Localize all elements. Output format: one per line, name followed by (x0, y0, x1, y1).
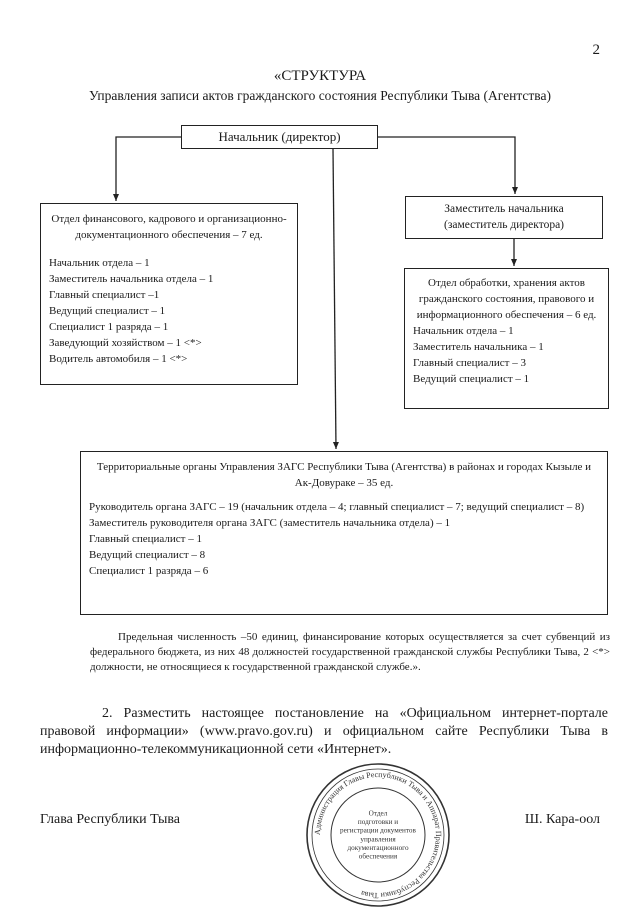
seal-inner-line: Отдел (369, 810, 388, 818)
connector-to-finance (113, 136, 181, 201)
finance-item: Заместитель начальника отдела – 1 (49, 273, 214, 285)
publication-paragraph: 2. Разместить настоящее постановление на… (40, 706, 608, 757)
connector-to-deputy (378, 136, 518, 194)
finance-department-list: Начальник отдела – 1 Заместитель начальн… (49, 255, 297, 367)
territorial-item: Заместитель руководителя органа ЗАГС (за… (89, 517, 451, 529)
staff-limit-note: Предельная численность –50 единиц, финан… (90, 631, 610, 673)
official-seal: Администрация Главы Республики Тыва и Ап… (306, 763, 450, 907)
seal-inner-line: регистрации документов (340, 827, 416, 835)
document-title: «СТРУКТУРА (273, 68, 367, 84)
signatory-name: Ш. Кара-оол (524, 812, 600, 827)
finance-department-header: Отдел финансового, кадрового и организац… (51, 213, 287, 241)
director-box: Начальник (директор) (181, 125, 378, 149)
seal-inner-line: управления (360, 835, 396, 843)
finance-item: Начальник отдела – 1 (49, 257, 150, 269)
finance-item: Заведующий хозяйством – 1 <*> (49, 337, 202, 349)
territorial-item: Специалист 1 разряда – 6 (89, 565, 209, 577)
finance-department-box: Отдел финансового, кадрового и организац… (40, 203, 298, 385)
connector-to-territorial (332, 148, 339, 450)
finance-item: Ведущий специалист – 1 (49, 305, 166, 317)
seal-inner-line: обеспечения (359, 853, 398, 861)
finance-item: Главный специалист –1 (49, 289, 160, 301)
seal-inner-line: документационного (347, 844, 408, 852)
document-subtitle: Управления записи актов гражданского сос… (88, 88, 551, 103)
finance-item: Специалист 1 разряда – 1 (49, 321, 169, 333)
territorial-item: Руководитель органа ЗАГС – 19 (начальник… (89, 501, 585, 513)
territorial-list: Руководитель органа ЗАГС – 19 (начальник… (89, 499, 599, 579)
seal-inner-line: подготовки и (358, 818, 398, 826)
territorial-bodies-box: Территориальные органы Управления ЗАГС Р… (80, 451, 608, 615)
territorial-item: Ведущий специалист – 8 (89, 549, 206, 561)
records-item: Главный специалист – 3 (413, 357, 526, 369)
deputy-subtitle: (заместитель директора) (443, 219, 565, 231)
records-item: Начальник отдела – 1 (413, 325, 514, 337)
deputy-title: Заместитель начальника (444, 203, 564, 215)
deputy-box: Заместитель начальника (заместитель дире… (405, 196, 603, 239)
territorial-header: Территориальные органы Управления ЗАГС Р… (96, 461, 592, 489)
finance-item: Водитель автомобиля – 1 <*> (49, 353, 188, 365)
signatory-position: Глава Республики Тыва (40, 812, 181, 827)
records-item: Заместитель начальника – 1 (413, 341, 544, 353)
records-department-list: Начальник отдела – 1 Заместитель начальн… (413, 323, 608, 387)
territorial-item: Главный специалист – 1 (89, 533, 202, 545)
records-item: Ведущий специалист – 1 (413, 373, 530, 385)
records-department-header: Отдел обработки, хранения актов гражданс… (416, 277, 597, 321)
page-number: 2 (592, 42, 601, 58)
records-department-box: Отдел обработки, хранения актов гражданс… (404, 268, 609, 409)
